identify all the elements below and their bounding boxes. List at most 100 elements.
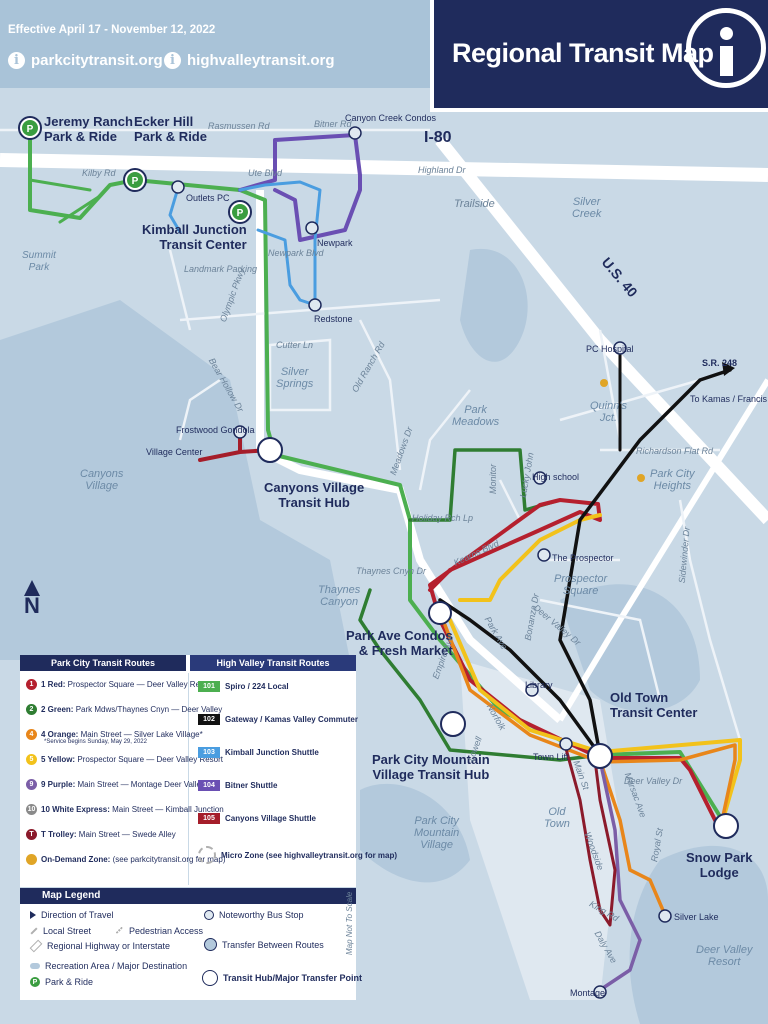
area-label: Old Town [544,806,570,830]
kimball-junction-label: Kimball Junction Transit Center [142,222,247,252]
route-number-badge: 5 [26,754,37,765]
area-label: Silver Creek [572,196,602,220]
street-label: Thaynes Cnyn Dr [356,566,427,576]
local-street-icon [30,927,38,935]
legend-recreation: Recreation Area / Major Destination [30,961,187,971]
deer-valley-area [629,845,768,1024]
direction-arrow [722,362,735,376]
route-legend-text: Gateway / Kamas Valley Commuter [225,715,358,724]
pc-routes-header: Park City Transit Routes [20,655,186,671]
high-school-stop-label: High school [532,472,580,482]
street-label: Kilby Rd [82,168,116,178]
hv-route-legend-row: 101 Spiro / 224 Local [198,681,289,692]
route-number-pill: 101 [198,681,220,692]
park-ride-icon: P [30,977,40,987]
pc-route-legend-row: 1 1 Red: Prospector Square — Deer Valley … [26,679,213,690]
area-label: Summit Park [22,250,56,273]
outlets-pc-stop-label: Outlets PC [186,193,230,203]
street-label: Cutter Ln [276,340,314,350]
street-label: Highland Dr [418,165,466,175]
area-label: Park City Heights [650,468,695,492]
i80-label: I-80 [424,129,452,146]
route-number-pill: 105 [198,813,220,824]
route-legend-text: Canyons Village Shuttle [225,814,316,823]
info-icon: i [8,52,25,69]
effective-dates: Effective April 17 - November 12, 2022 [8,24,216,36]
svg-text:P: P [237,208,244,219]
street-label: Monitor [488,463,499,495]
not-to-scale-note: Map Not To Scale [345,891,354,955]
silver-lake-stop-label: Silver Lake [674,912,719,922]
legend-direction: Direction of Travel [30,910,114,920]
library-stop-label: Library [525,680,553,690]
north-arrow [24,580,40,596]
route-number-badge: T [26,829,37,840]
route-number-pill: 103 [198,747,220,758]
route-number-badge: 9 [26,779,37,790]
area-label: Thaynes Canyon [318,584,361,608]
route-legend-text: Spiro / 224 Local [225,682,289,691]
newpark-stop-label: Newpark [317,238,353,248]
transfer-icon [204,938,217,951]
area-label: Deer Valley Resort [696,944,753,968]
transit-hubs [257,437,739,839]
prospector-stop-label: The Prospector [552,553,614,563]
legend-highway: Regional Highway or Interstate [29,939,170,953]
area-label: Silver Springs [276,366,314,390]
local-streets [0,128,742,741]
info-icon: i [164,52,181,69]
route-legend-text: 1 Red: Prospector Square — Deer Valley R… [41,680,214,689]
route-number-pill [198,846,216,864]
area-label: Quinn's Jct. [590,400,627,424]
street-label: Deer Valley Dr [624,776,683,786]
snow-park-label: Snow Park Lodge [686,850,753,880]
hub-icon [202,970,218,986]
route-number-pill: 104 [198,780,220,791]
route-legend-text: 2 Green: Park Mdws/Thaynes Cnyn — Deer V… [41,705,223,714]
i80-highway [0,153,768,182]
on-demand-pins [600,379,645,482]
street-label: Richardson Flat Rd [636,446,714,456]
route-104-line [238,133,362,242]
canyons-area [0,300,350,660]
montage-stop-label: Montage [570,988,606,998]
parkcitytransit-link[interactable]: i parkcitytransit.org [8,52,163,69]
route-legend: Park City Transit Routes High Valley Tra… [20,655,397,887]
route-1-line [428,498,722,832]
route-number-badge: 4 [26,729,37,740]
canyon-creek-stop-label: Canyon Creek Condos [345,113,437,123]
town-lift-stop-label: Town Lift [533,752,569,762]
area-label: Park City Mountain Village [414,815,460,851]
map-title: Regional Transit Map [452,38,714,68]
us40-highway [435,136,768,525]
bus-stop-icon [204,910,214,920]
park-ave-condos-label: Park Ave Condos & Fresh Market [346,628,453,658]
recreation-area [460,248,528,362]
trolley-line [563,743,617,927]
jeremy-ranch-label: Jeremy Ranch Park & Ride [44,114,133,144]
street-label: Rasmussen Rd [208,121,270,131]
route-number-badge: 10 [26,804,37,815]
pedestrian-icon [115,926,125,936]
old-town-tc-label: Old Town Transit Center [610,690,698,720]
street-label: Bitner Rd [314,119,352,129]
street-label: Ute Blvd [248,168,283,178]
park-and-ride-icons: P P P [18,116,252,224]
svg-text:P: P [132,176,139,187]
canyons-village-hub-label: Canyons Village Transit Hub [264,480,365,510]
area-label: Prospector Square [554,573,608,597]
route-legend-text: Micro Zone (see highvalleytransit.org fo… [221,850,398,860]
recreation-area [360,783,470,883]
highvalleytransit-link[interactable]: i highvalleytransit.org [164,52,335,69]
route-102-line [438,368,732,757]
route-2-line [358,448,602,762]
legend-pedestrian: Pedestrian Access [115,926,203,936]
frostwood-stop-label: Frostwood Gondola [176,425,255,435]
route-number-badge: 1 [26,679,37,690]
